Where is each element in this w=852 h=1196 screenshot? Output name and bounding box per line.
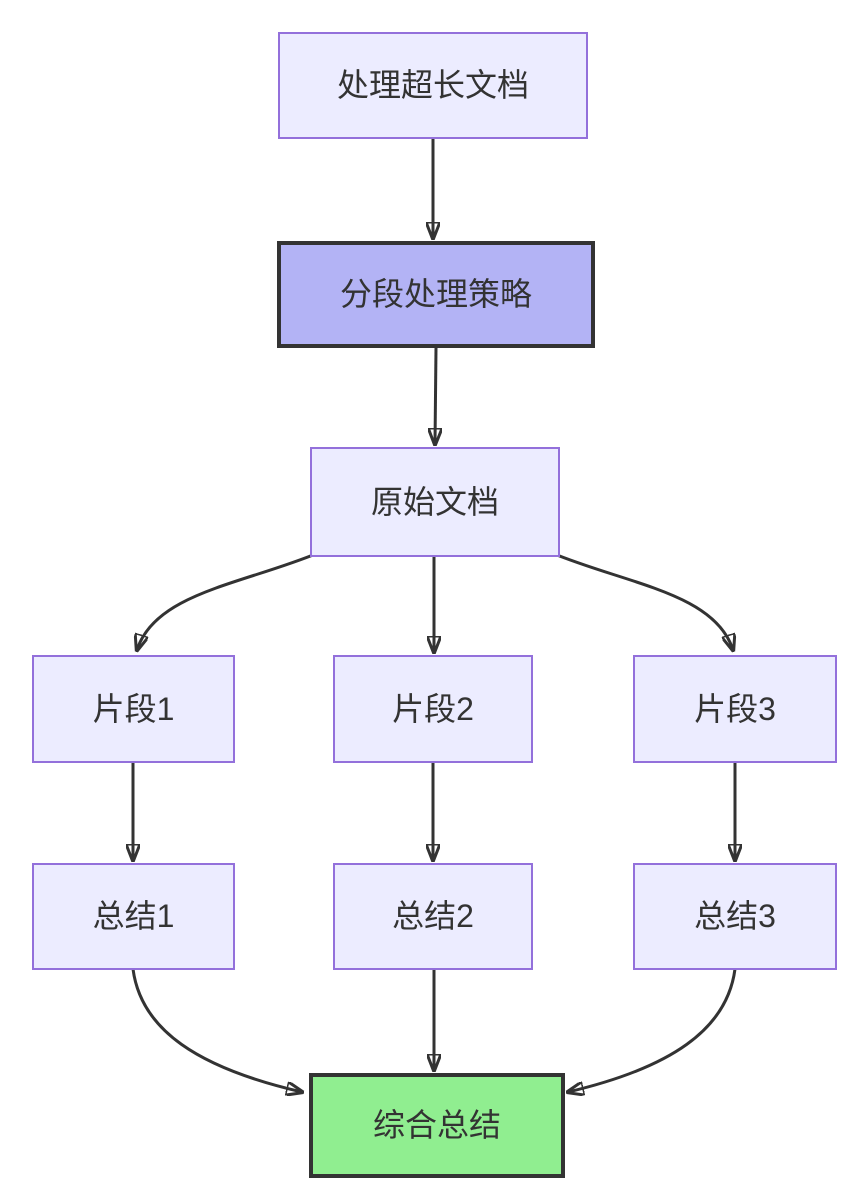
edge-source-frag3 xyxy=(551,551,733,650)
node-fragment-2: 片段2 xyxy=(333,655,533,763)
node-summary-1: 总结1 xyxy=(32,863,235,970)
node-label: 原始文档 xyxy=(370,483,499,520)
node-label: 综合总结 xyxy=(372,1107,501,1144)
node-fragment-3: 片段3 xyxy=(633,655,837,763)
edge-sum3-final xyxy=(568,968,737,1092)
node-process-long-document: 处理超长文档 xyxy=(278,32,588,139)
node-label: 总结2 xyxy=(392,898,474,935)
node-label: 片段2 xyxy=(392,690,474,727)
node-label: 总结1 xyxy=(92,898,175,935)
node-original-document: 原始文档 xyxy=(310,447,560,557)
node-label: 片段3 xyxy=(694,690,776,727)
node-label: 处理超长文档 xyxy=(336,67,529,104)
node-label: 总结3 xyxy=(694,898,776,935)
edge-source-frag1 xyxy=(137,551,319,650)
node-fragment-1: 片段1 xyxy=(32,655,235,763)
node-label: 片段1 xyxy=(92,690,175,727)
edge-strategy-source xyxy=(435,347,436,444)
node-summary-3: 总结3 xyxy=(633,863,837,970)
node-combined-summary: 综合总结 xyxy=(309,1073,565,1178)
node-summary-2: 总结2 xyxy=(333,863,533,970)
node-segmentation-strategy: 分段处理策略 xyxy=(277,241,595,348)
edge-sum1-final xyxy=(131,968,302,1092)
node-label: 分段处理策略 xyxy=(339,276,532,313)
